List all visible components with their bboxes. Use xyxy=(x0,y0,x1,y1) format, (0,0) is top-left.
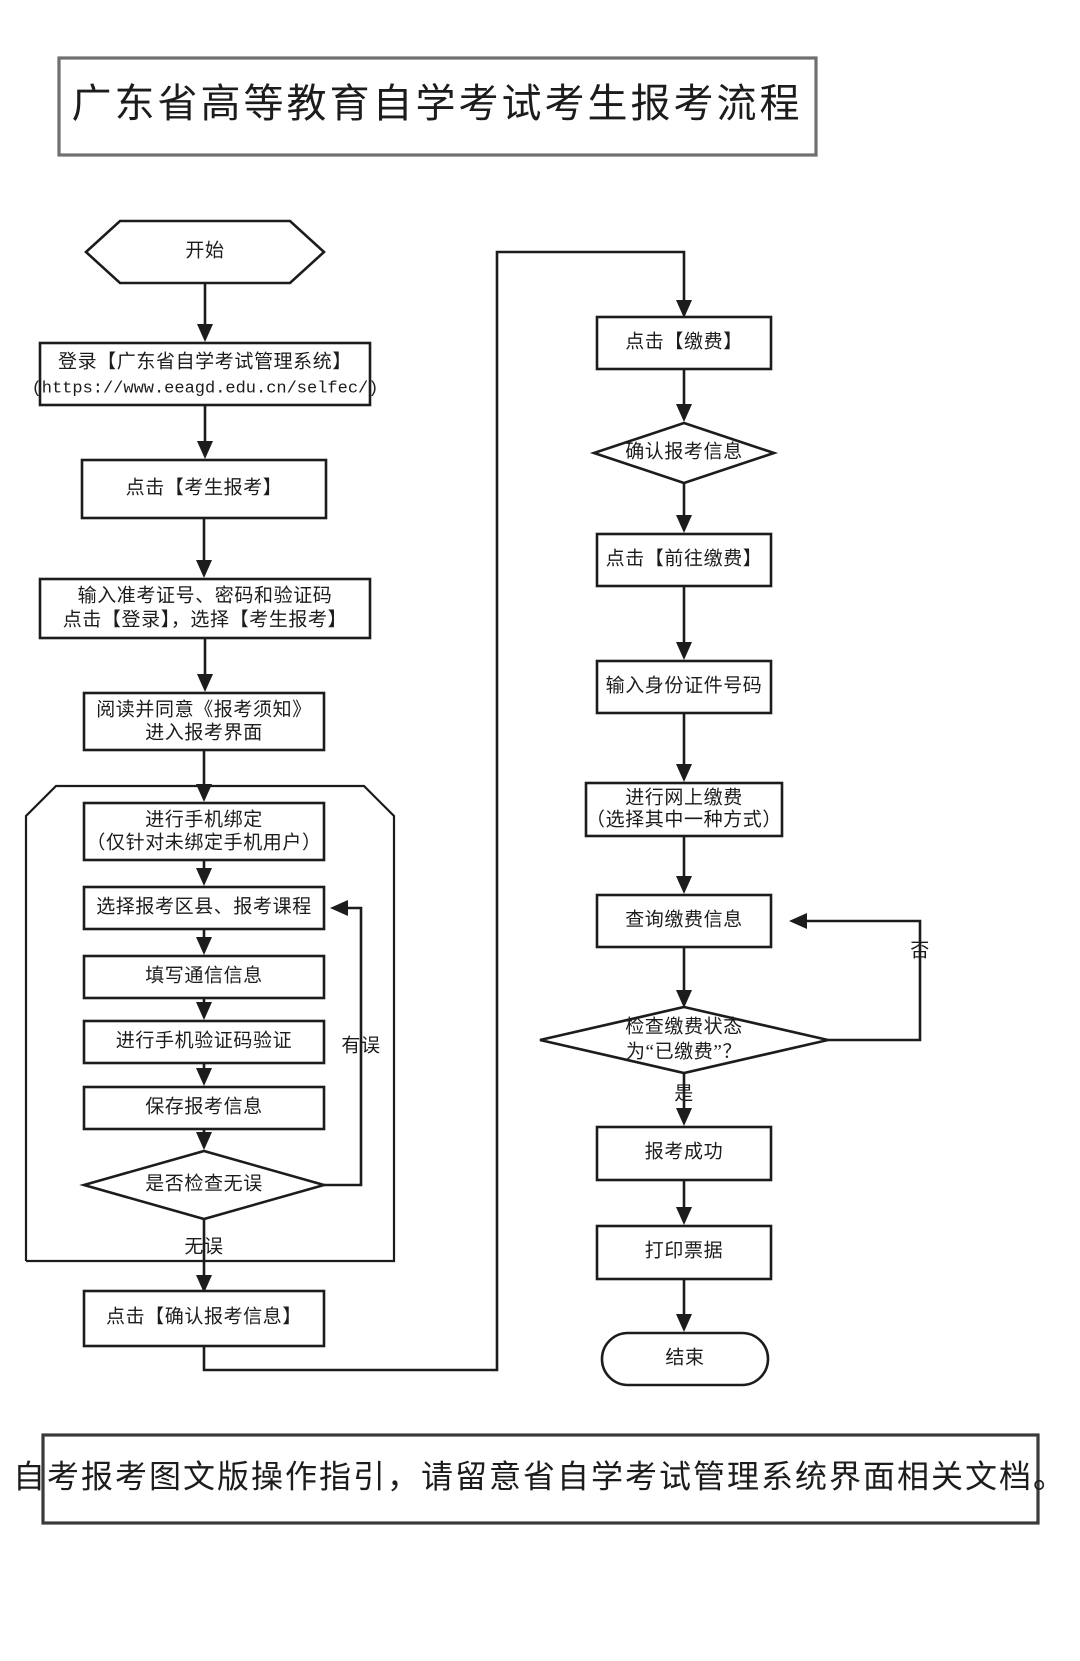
node-click-pay: 点击【缴费】 xyxy=(595,315,773,371)
start-hexagon-shape xyxy=(84,219,326,285)
node-save-info-label: 保存报考信息 xyxy=(145,1095,263,1117)
node-goto-pay: 点击【前往缴费】 xyxy=(595,532,773,588)
fill-contact-box-shape xyxy=(82,954,326,1000)
print-receipt-box-shape xyxy=(595,1224,773,1281)
edge-save-info-to-check-ok xyxy=(196,1129,212,1150)
footer-banner-border xyxy=(41,1433,1040,1525)
title-banner: 广东省高等教育自学考试考生报考流程 xyxy=(57,56,818,157)
node-confirm-info: 点击【确认报考信息】 xyxy=(82,1289,326,1348)
node-login-url: (https://www.eeagd.edu.cn/selfec/) xyxy=(32,379,379,398)
node-enter-id-label: 输入身份证件号码 xyxy=(606,674,763,696)
edge-fill-contact-to-verify-sms xyxy=(196,998,212,1020)
node-check-paid-line1: 检查缴费状态 xyxy=(625,1015,743,1037)
node-verify-sms-label: 进行手机验证码验证 xyxy=(116,1029,292,1051)
node-start: 开始 xyxy=(84,219,326,285)
node-confirm-info-label: 点击【确认报考信息】 xyxy=(106,1305,302,1327)
edge-verify-sms-to-save-info xyxy=(196,1063,212,1086)
node-login-label-line1: 登录【广东省自学考试管理系统】 xyxy=(58,350,352,372)
edge-select-course-to-fill-contact xyxy=(196,929,212,955)
node-login: 登录【广东省自学考试管理系统】 (https://www.eeagd.edu.c… xyxy=(32,341,379,407)
bind-phone-box-shape xyxy=(82,801,326,862)
edge-confirm-apply-to-goto-pay xyxy=(676,483,692,533)
click-pay-box-shape xyxy=(595,315,773,371)
node-end: 结束 xyxy=(600,1331,770,1387)
node-print-receipt: 打印票据 xyxy=(595,1224,773,1281)
edge-enter-creds-to-read-notice xyxy=(197,638,213,692)
loop-group-container xyxy=(24,784,396,1263)
node-online-pay-line1: 进行网上缴费 xyxy=(625,786,743,808)
edge-label-no-error: 无误 xyxy=(184,1235,223,1257)
edge-click-apply-to-enter-creds xyxy=(196,518,212,578)
edge-enter-id-to-online-pay xyxy=(676,713,692,782)
node-read-notice-line2: 进入报考界面 xyxy=(145,721,263,743)
node-bind-phone-line1: 进行手机绑定 xyxy=(145,808,263,830)
node-save-info: 保存报考信息 xyxy=(82,1085,326,1131)
page-title: 广东省高等教育自学考试考生报考流程 xyxy=(72,81,803,126)
node-click-pay-label: 点击【缴费】 xyxy=(625,330,743,352)
node-end-label: 结束 xyxy=(665,1346,704,1368)
node-online-pay-line2: （选择其中一种方式） xyxy=(586,808,782,830)
node-check-paid-line2: 为“已缴费”？ xyxy=(626,1040,742,1062)
node-bind-phone: 进行手机绑定 （仅针对未绑定手机用户） xyxy=(82,801,326,862)
node-read-notice-line1: 阅读并同意《报考须知》 xyxy=(96,698,312,720)
node-print-receipt-label: 打印票据 xyxy=(645,1239,723,1261)
node-enter-id: 输入身份证件号码 xyxy=(595,659,773,715)
edge-print-receipt-to-end xyxy=(676,1279,692,1332)
edge-online-pay-to-query-pay xyxy=(676,836,692,894)
apply-success-box-shape xyxy=(595,1125,773,1182)
node-goto-pay-label: 点击【前往缴费】 xyxy=(606,547,763,569)
node-apply-success: 报考成功 xyxy=(595,1125,773,1182)
node-click-apply: 点击【考生报考】 xyxy=(80,458,328,520)
edge-check-ok-to-confirm-info: 无误 xyxy=(184,1219,223,1293)
footer-banner: 自考报考图文版操作指引，请留意省自学考试管理系统界面相关文档。 xyxy=(13,1433,1067,1525)
edge-start-to-login xyxy=(197,283,213,342)
node-online-pay: 进行网上缴费 （选择其中一种方式） xyxy=(584,781,784,838)
edge-check-paid-no-loop: 否 xyxy=(789,913,930,1042)
read-notice-box-shape xyxy=(82,691,326,752)
node-confirm-apply-label: 确认报考信息 xyxy=(625,440,743,462)
edge-click-pay-to-confirm-apply xyxy=(676,369,692,422)
verify-sms-box-shape xyxy=(82,1019,326,1065)
save-info-box-shape xyxy=(82,1085,326,1131)
title-banner-border xyxy=(57,56,818,157)
node-fill-contact-label: 填写通信信息 xyxy=(145,964,263,986)
node-start-label: 开始 xyxy=(185,239,224,261)
confirm-info-box-shape xyxy=(82,1289,326,1348)
node-click-apply-label: 点击【考生报考】 xyxy=(126,476,283,498)
node-query-pay: 查询缴费信息 xyxy=(595,893,773,949)
edge-bind-phone-to-select-course xyxy=(196,860,212,886)
node-check-ok: 是否检查无误 xyxy=(79,1149,329,1221)
node-enter-creds-line1: 输入准考证号、密码和验证码 xyxy=(78,584,333,606)
edge-confirm-info-to-click-pay xyxy=(202,250,692,1372)
edge-label-paid: 是 xyxy=(674,1083,694,1104)
node-select-course: 选择报考区县、报考课程 xyxy=(82,885,326,931)
node-fill-contact: 填写通信信息 xyxy=(82,954,326,1000)
edge-label-error: 有误 xyxy=(341,1034,380,1056)
end-stadium-shape xyxy=(600,1331,770,1387)
edge-apply-success-to-print-receipt xyxy=(676,1180,692,1225)
node-bind-phone-line2: （仅针对未绑定手机用户） xyxy=(86,831,321,853)
node-check-paid: 检查缴费状态 为“已缴费”？ xyxy=(539,1005,829,1075)
edge-query-pay-to-check-paid xyxy=(676,947,692,1008)
node-read-notice: 阅读并同意《报考须知》 进入报考界面 xyxy=(82,691,326,752)
node-enter-creds: 输入准考证号、密码和验证码 点击【登录】，选择【考生报考】 xyxy=(38,577,372,640)
goto-pay-box-shape xyxy=(595,532,773,588)
node-verify-sms: 进行手机验证码验证 xyxy=(82,1019,326,1065)
node-check-ok-label: 是否检查无误 xyxy=(145,1172,263,1194)
node-enter-creds-line2: 点击【登录】，选择【考生报考】 xyxy=(63,608,348,630)
edge-goto-pay-to-enter-id xyxy=(676,586,692,660)
online-pay-box-shape xyxy=(584,781,784,838)
login-box-shape xyxy=(38,341,372,407)
node-query-pay-label: 查询缴费信息 xyxy=(625,908,743,930)
node-confirm-apply: 确认报考信息 xyxy=(589,421,779,485)
footer-note: 自考报考图文版操作指引，请留意省自学考试管理系统界面相关文档。 xyxy=(13,1458,1067,1494)
edge-label-not-paid: 否 xyxy=(910,940,930,961)
edge-check-paid-to-apply-success: 是 xyxy=(674,1073,694,1126)
edge-login-to-click-apply xyxy=(197,405,213,459)
edge-check-ok-error-loop: 有误 xyxy=(324,900,380,1187)
node-apply-success-label: 报考成功 xyxy=(645,1140,723,1162)
edge-read-notice-to-bind-phone xyxy=(196,750,212,802)
node-select-course-label: 选择报考区县、报考课程 xyxy=(96,895,312,917)
